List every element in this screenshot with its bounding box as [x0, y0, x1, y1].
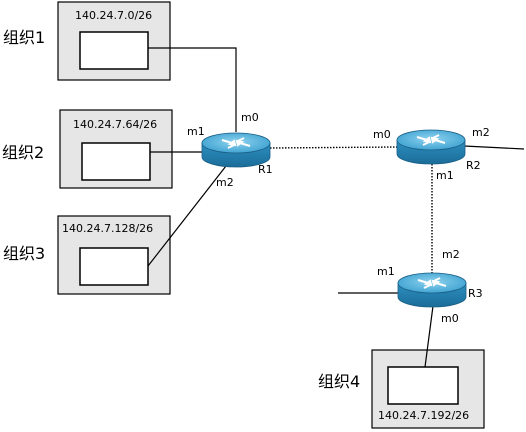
router-label-r1: R1	[258, 163, 273, 176]
dotted-links	[269, 146, 433, 274]
r3-port-m1: m1	[377, 265, 395, 278]
router-r1	[201, 132, 271, 168]
org-box-4	[371, 349, 485, 429]
network-label-1: 140.24.7.0/26	[75, 9, 152, 22]
org-box-1	[57, 1, 171, 81]
r3-port-m2: m2	[442, 248, 460, 261]
r3-port-m0: m0	[441, 312, 459, 325]
org-label-4: 组织4	[318, 372, 360, 391]
link-r2-out	[463, 145, 525, 150]
r1-port-m1: m1	[187, 125, 205, 138]
router-label-r2: R2	[466, 159, 481, 172]
org-label-2: 组织2	[2, 143, 44, 162]
org-box-3	[57, 215, 171, 295]
r2-port-m1: m1	[436, 169, 454, 182]
network-label-2: 140.24.7.64/26	[73, 118, 157, 131]
link-org1-r1	[148, 47, 237, 132]
link-r1-r2	[269, 146, 399, 149]
r1-port-m2: m2	[216, 176, 234, 189]
router-r2	[396, 129, 466, 165]
link-org3-r1	[147, 165, 227, 267]
r1-port-m0: m0	[241, 111, 259, 124]
org-box-2	[59, 109, 173, 189]
links	[147, 47, 525, 368]
network-label-3: 140.24.7.128/26	[62, 222, 153, 235]
link-r3-org4	[424, 305, 434, 368]
router-r3	[397, 272, 467, 308]
r2-port-m2: m2	[472, 126, 490, 139]
r2-port-m0: m0	[373, 128, 391, 141]
router-label-r3: R3	[468, 287, 483, 300]
org-label-1: 组织1	[3, 28, 45, 47]
org-label-3: 组织3	[3, 244, 45, 263]
network-label-4: 140.24.7.192/26	[378, 409, 469, 422]
